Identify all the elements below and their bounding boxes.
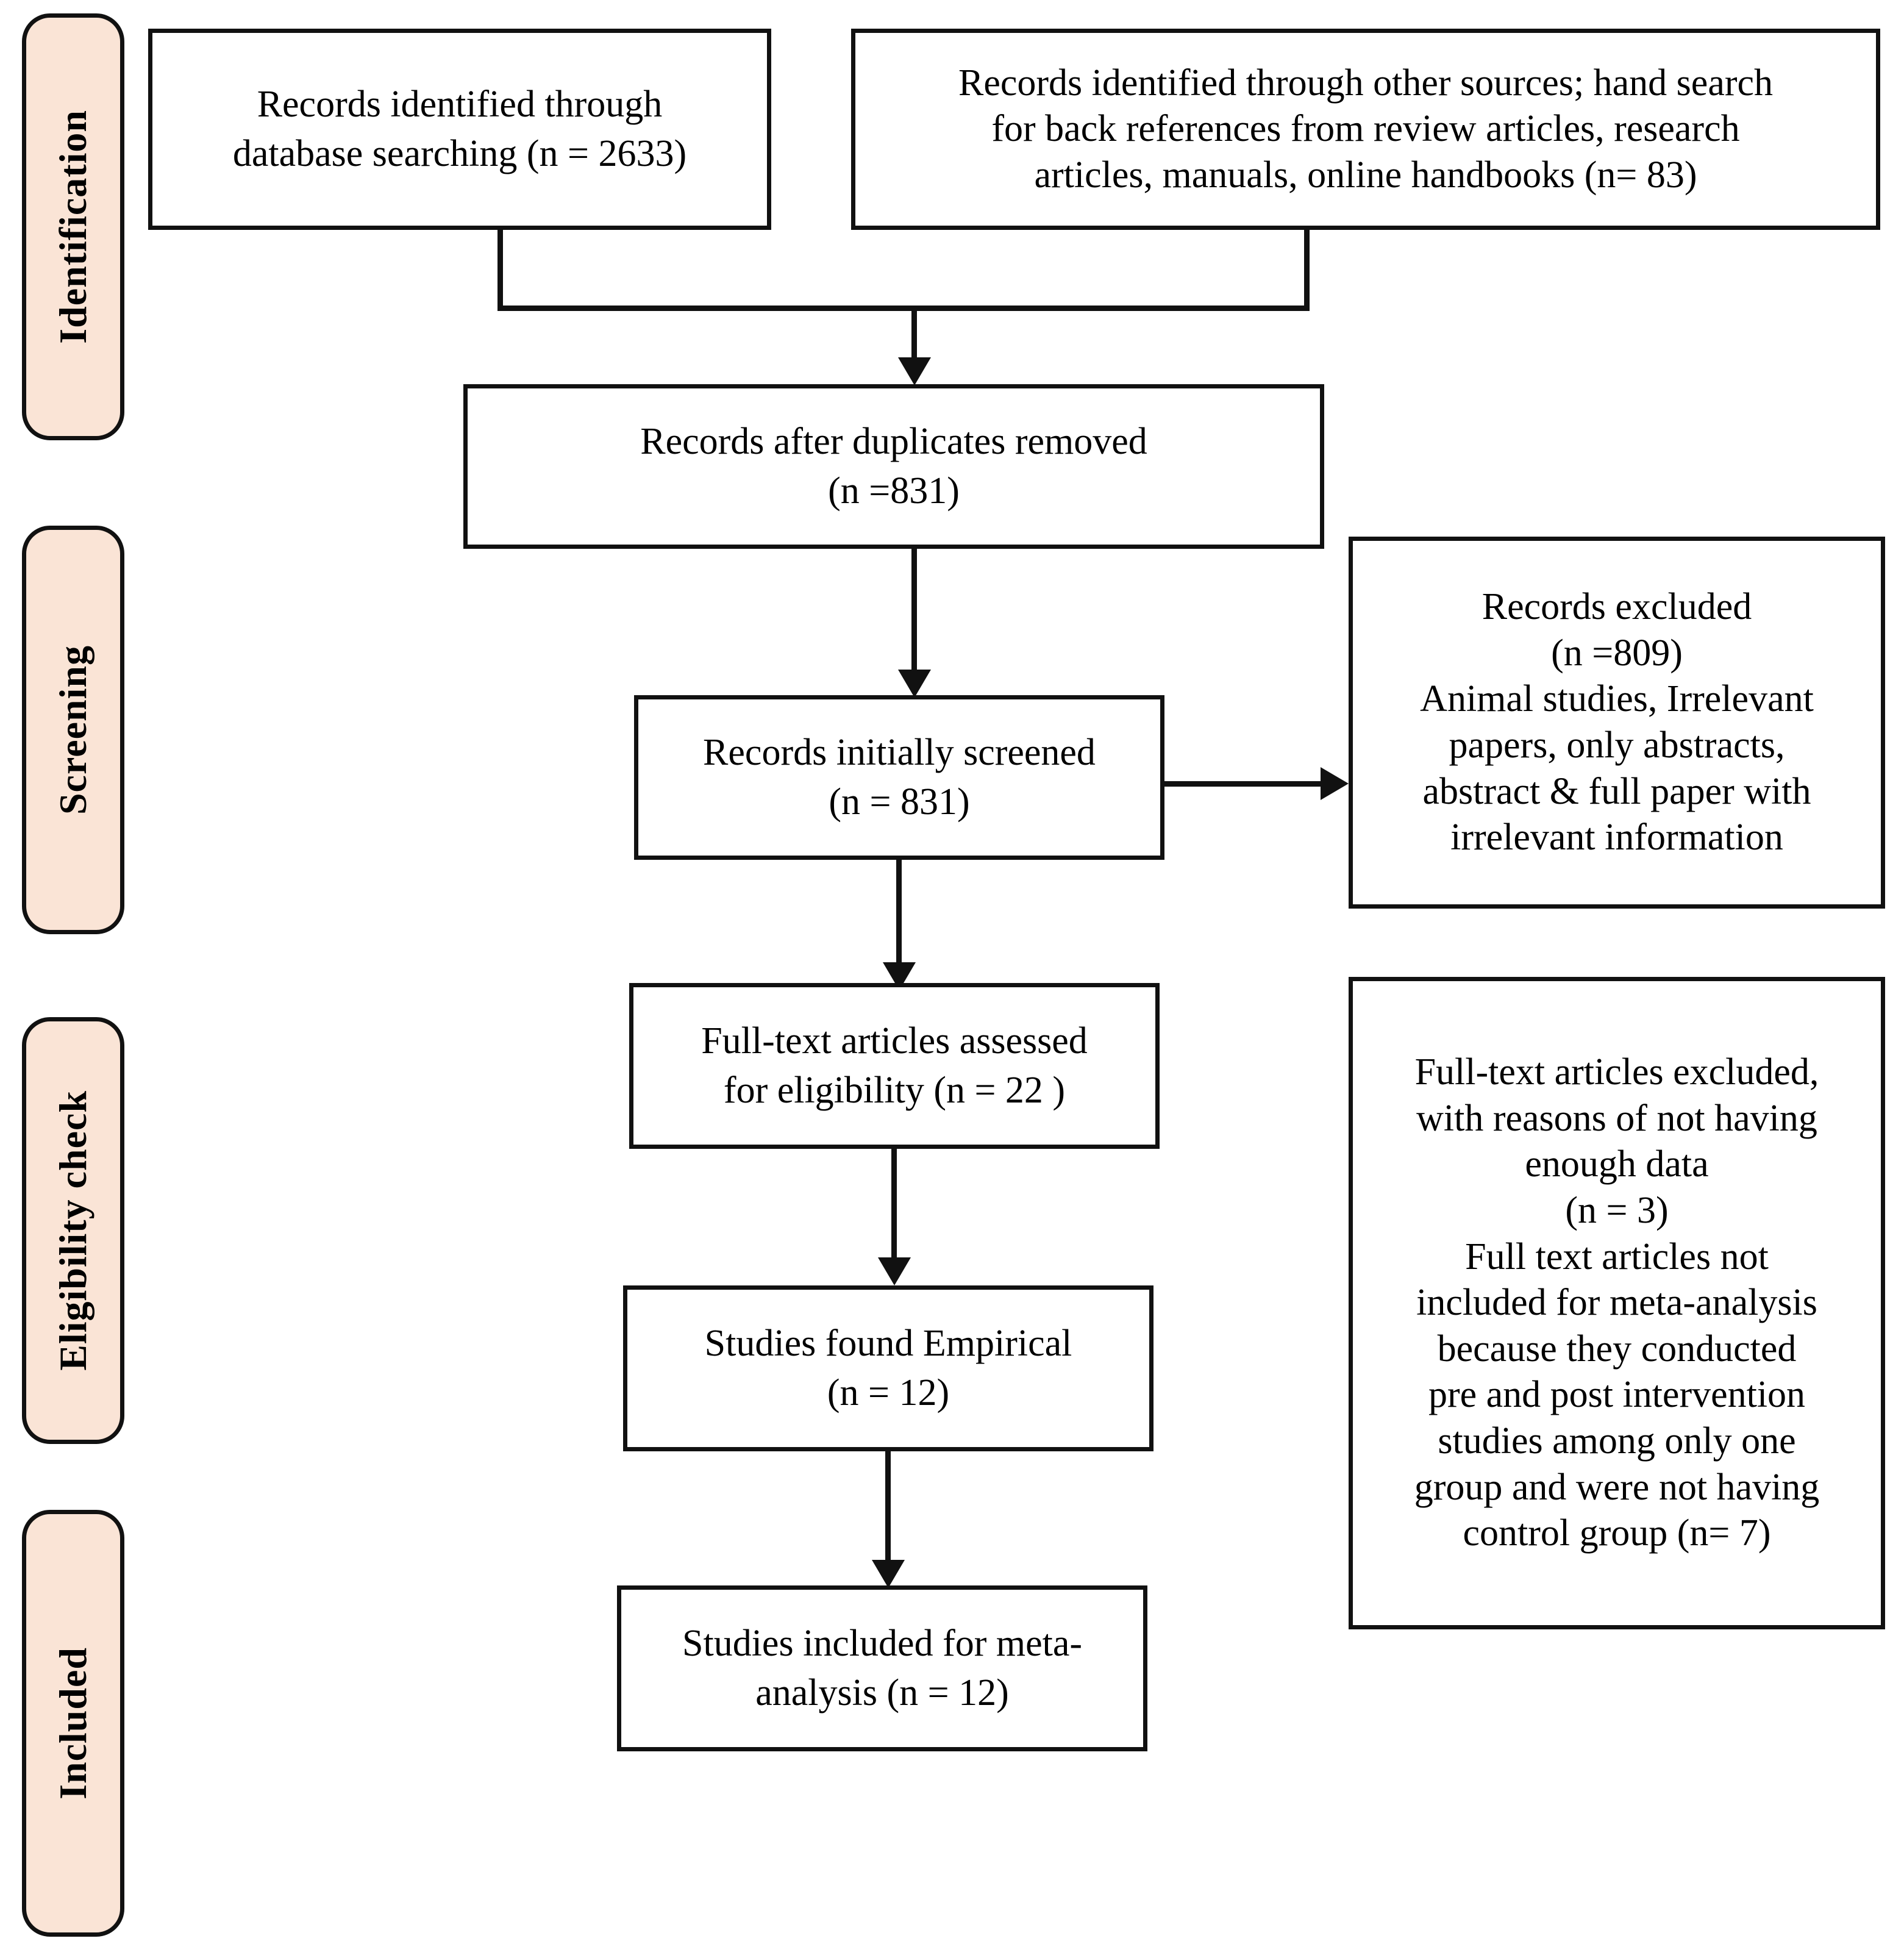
phase-label-screening: Screening bbox=[22, 526, 124, 934]
connector-other-sources-down bbox=[1304, 230, 1310, 310]
phase-label-eligibility-check-text: Eligibility check bbox=[51, 1090, 94, 1371]
box-records-after-duplicates-removed: Records after duplicates removed (n =831… bbox=[463, 384, 1324, 549]
connector-duplicates-to-screened bbox=[911, 549, 917, 677]
box-records-identified-other-sources-text: Records identified through other sources… bbox=[958, 62, 1774, 196]
arrowhead-to-records-initially-screened bbox=[898, 670, 931, 698]
box-fulltext-articles-assessed: Full-text articles assessed for eligibil… bbox=[629, 983, 1160, 1149]
box-records-after-duplicates-removed-text: Records after duplicates removed (n =831… bbox=[640, 421, 1147, 512]
box-fulltext-articles-assessed-text: Full-text articles assessed for eligibil… bbox=[701, 1020, 1088, 1111]
box-records-identified-database-text: Records identified through database sear… bbox=[232, 84, 687, 174]
connector-merge-down bbox=[911, 306, 917, 370]
box-records-excluded: Records excluded (n =809) Animal studies… bbox=[1349, 537, 1885, 909]
connector-empirical-to-included bbox=[885, 1451, 891, 1567]
phase-label-identification-text: Identification bbox=[51, 110, 94, 344]
arrowhead-to-duplicates-removed bbox=[898, 357, 931, 385]
connector-screened-to-fulltext bbox=[896, 860, 902, 970]
connector-fulltext-to-empirical bbox=[891, 1149, 897, 1265]
connector-screened-to-excluded bbox=[1160, 781, 1324, 787]
phase-label-included-text: Included bbox=[51, 1647, 94, 1800]
connector-merge-horizontal bbox=[497, 306, 1310, 311]
phase-label-eligibility-check: Eligibility check bbox=[22, 1017, 124, 1444]
arrowhead-to-records-excluded bbox=[1321, 767, 1349, 800]
box-records-identified-database: Records identified through database sear… bbox=[148, 29, 771, 230]
box-studies-found-empirical-text: Studies found Empirical (n = 12) bbox=[704, 1323, 1072, 1414]
box-fulltext-articles-excluded: Full-text articles excluded, with reason… bbox=[1349, 977, 1885, 1629]
phase-label-identification: Identification bbox=[22, 13, 124, 440]
box-studies-included-meta-analysis: Studies included for meta- analysis (n =… bbox=[617, 1585, 1147, 1751]
phase-label-screening-text: Screening bbox=[51, 645, 94, 815]
box-records-initially-screened: Records initially screened (n = 831) bbox=[634, 695, 1164, 860]
box-studies-found-empirical: Studies found Empirical (n = 12) bbox=[623, 1285, 1153, 1451]
arrowhead-to-studies-found-empirical bbox=[878, 1257, 911, 1285]
connector-db-search-down bbox=[497, 230, 503, 310]
box-records-initially-screened-text: Records initially screened (n = 831) bbox=[703, 732, 1096, 823]
box-studies-included-meta-analysis-text: Studies included for meta- analysis (n =… bbox=[682, 1623, 1082, 1714]
box-records-excluded-text: Records excluded (n =809) Animal studies… bbox=[1420, 586, 1814, 859]
box-records-identified-other-sources: Records identified through other sources… bbox=[851, 29, 1880, 230]
phase-label-included: Included bbox=[22, 1510, 124, 1937]
arrowhead-to-studies-included-meta bbox=[872, 1560, 905, 1588]
box-fulltext-articles-excluded-text: Full-text articles excluded, with reason… bbox=[1414, 1051, 1820, 1554]
